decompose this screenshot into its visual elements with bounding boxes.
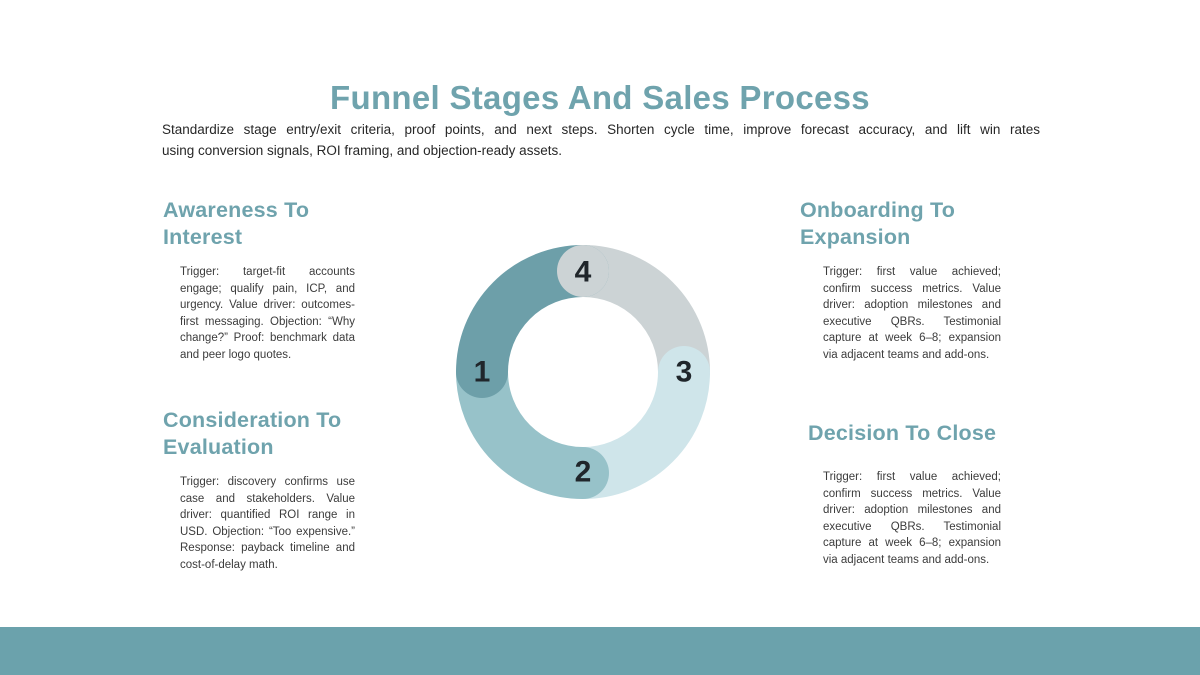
slide-subtitle: Standardize stage entry/exit criteria, p… — [162, 119, 1040, 161]
stage-heading-line: Interest — [163, 225, 243, 249]
donut-segment-4-cap — [557, 245, 609, 297]
stage-heading-line: Awareness To — [163, 198, 310, 222]
stage-card-decision-to-close: Decision To Close Trigger: first value a… — [808, 420, 1023, 568]
cycle-diagram: 1 2 3 4 — [456, 245, 710, 499]
stage-body: Trigger: first value achieved; confirm s… — [823, 266, 1001, 361]
stage-heading-line: Decision To Close — [808, 421, 997, 445]
donut-number-4: 4 — [575, 256, 592, 289]
stage-heading: Awareness To Interest — [163, 197, 368, 251]
stage-heading-line: Evaluation — [163, 435, 274, 459]
donut-number-2: 2 — [575, 456, 592, 489]
stage-heading-line: Onboarding To — [800, 198, 956, 222]
subtitle-line-2: using conversion signals, ROI framing, a… — [162, 143, 562, 158]
donut-number-1: 1 — [474, 356, 491, 389]
stage-card-onboarding-to-expansion: Onboarding To Expansion Trigger: first v… — [800, 197, 1010, 363]
stage-card-awareness-to-interest: Awareness To Interest Trigger: target-fi… — [163, 197, 368, 363]
stage-heading-line: Expansion — [800, 225, 911, 249]
stage-body: Trigger: discovery confirms use case and… — [180, 476, 355, 571]
stage-heading: Consideration To Evaluation — [163, 407, 368, 461]
stage-body: Trigger: target-fit accounts engage; qua… — [180, 266, 355, 361]
page-title: Funnel Stages And Sales Process — [330, 79, 870, 117]
subtitle-line-1: Standardize stage entry/exit criteria, p… — [162, 122, 1040, 137]
stage-card-consideration-to-evaluation: Consideration To Evaluation Trigger: dis… — [163, 407, 368, 573]
stage-heading-line: Consideration To — [163, 408, 342, 432]
stage-body: Trigger: first value achieved; confirm s… — [823, 471, 1001, 566]
footer-bar — [0, 627, 1200, 675]
donut-number-3: 3 — [676, 356, 693, 389]
stage-heading: Onboarding To Expansion — [800, 197, 1010, 251]
stage-heading: Decision To Close — [808, 420, 1023, 447]
